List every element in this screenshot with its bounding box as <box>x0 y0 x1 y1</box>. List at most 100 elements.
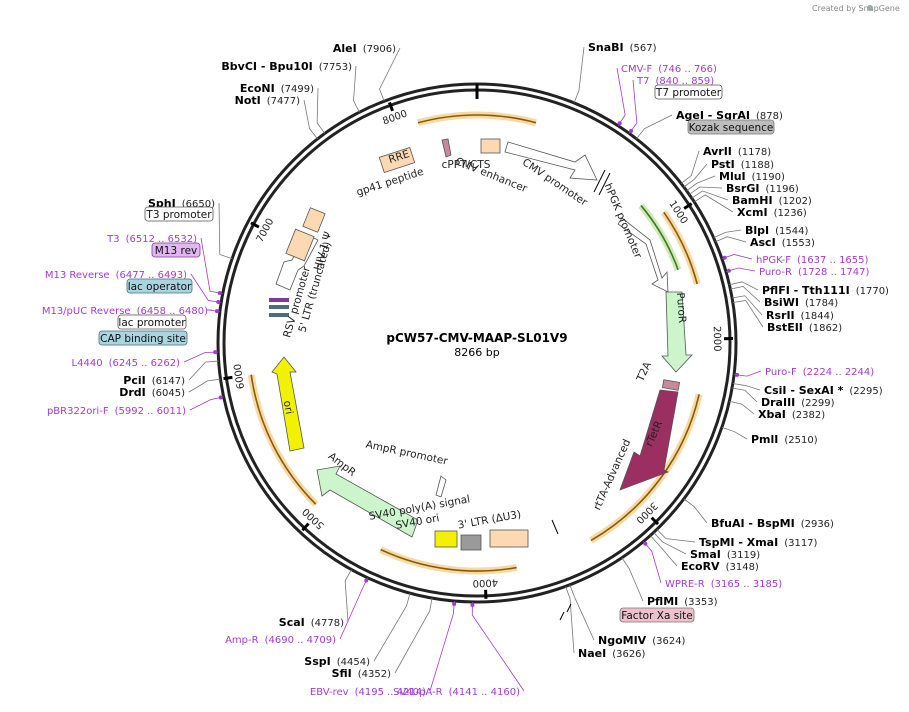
feature-box-label: CAP binding site <box>100 333 186 345</box>
primer-marker <box>216 300 221 305</box>
enzyme-name: XbaI <box>758 408 786 421</box>
enzyme-position: (1190) <box>752 172 785 183</box>
m13-mark <box>269 298 289 302</box>
site-leader <box>730 286 761 303</box>
enzyme-position: (1188) <box>741 160 774 171</box>
site-leader <box>688 186 723 195</box>
site-label: BlpI (1544) <box>745 224 808 237</box>
arc-lentiviral <box>417 114 537 124</box>
primer-position: (6477 .. 6493) <box>116 270 188 281</box>
primer-marker <box>470 602 475 607</box>
enzyme-name: BfuAI - BspMI <box>711 517 795 530</box>
site-label: NgoMIV(3624) <box>598 634 686 647</box>
plasmid-size: 8266 bp <box>454 346 499 359</box>
enzyme-name: TspMI - XmaI <box>699 536 778 549</box>
site-label: XcmI (1236) <box>737 206 807 219</box>
enzyme-position: (2295) <box>849 386 882 397</box>
enzyme-name: DrdI <box>119 386 146 399</box>
primer-marker <box>628 129 633 134</box>
site-leader <box>691 190 729 201</box>
enzyme-name: ScaI <box>279 616 305 629</box>
site-leader <box>373 593 411 662</box>
site-leader <box>394 597 433 674</box>
primer-position: (1728 .. 1747) <box>798 267 870 278</box>
site-leader <box>729 281 759 291</box>
t2a-shape <box>661 379 681 391</box>
enzyme-name: DraIII <box>761 396 795 409</box>
site-label: BsiWI(1784) <box>764 296 838 309</box>
tick-7000 <box>250 221 260 229</box>
enzyme-name: XcmI <box>737 206 768 219</box>
enzyme-name: SfiI <box>332 667 352 680</box>
site-label: BbvCI - Bpu10I(7753) <box>221 60 352 73</box>
site-leader <box>650 535 678 567</box>
enzyme-position: (878) <box>756 111 783 122</box>
site-label: EcoNI(7499) <box>240 82 314 95</box>
site-label: AleI(7906) <box>333 42 396 55</box>
primer-label: T3(6512 .. 6532) <box>106 234 197 245</box>
enzyme-position: (2299) <box>801 398 834 409</box>
site-leader <box>731 387 758 403</box>
feature-box <box>126 278 193 294</box>
enzyme-name: PflFI - Tth111I <box>762 284 850 297</box>
primer-name: EBV-rev <box>310 687 349 698</box>
enzyme-position: (1544) <box>775 226 808 237</box>
site-label: RsrII(1844) <box>766 309 834 322</box>
primer-name: L4440 <box>72 358 103 369</box>
site-leader <box>686 175 716 192</box>
primer-name: Puro-R <box>759 267 792 278</box>
primer-position: (840 .. 859) <box>655 76 714 87</box>
primer-label: T7(840 .. 859) <box>636 76 714 87</box>
site-leader <box>715 236 747 243</box>
site-label: PciI(6147) <box>123 374 185 387</box>
primer-position: (1637 .. 1655) <box>797 255 869 266</box>
site-leader <box>731 295 763 316</box>
primer-position: (6458 .. 6480) <box>137 306 209 317</box>
site-label: PstI(1188) <box>711 158 774 171</box>
site-leader <box>636 114 673 140</box>
ltr-mark <box>551 519 559 535</box>
site-label: DraIII (2299) <box>761 396 835 409</box>
site-label: TspMI - XmaI(3117) <box>699 536 818 549</box>
primer-leader <box>471 601 525 692</box>
site-leader <box>565 586 575 654</box>
sv40-polya-shape <box>460 534 482 551</box>
feature-label: AmpR promoter <box>365 439 450 468</box>
ring-mark <box>559 611 565 621</box>
site-leader-lines <box>183 46 764 692</box>
site-leader <box>693 194 734 213</box>
enzyme-name: BlpI <box>745 224 769 237</box>
cmv-mark <box>598 172 611 196</box>
primer-label: M13/pUC Reverse(6458 .. 6480) <box>42 306 208 317</box>
site-leader <box>303 99 318 140</box>
arc-hpgk <box>663 211 699 285</box>
primer-position: (4690 .. 4709) <box>265 635 337 646</box>
enzyme-position: (1178) <box>738 147 771 158</box>
site-labels: SnaBI(567)AgeI - SgrAI(878)AvrII(1178)Ps… <box>119 41 889 680</box>
enzyme-position: (3624) <box>652 636 685 647</box>
enzyme-position: (567) <box>630 43 657 54</box>
enzyme-name: EcoNI <box>240 82 275 95</box>
site-leader <box>732 383 761 391</box>
site-label: AgeI - SgrAI (878) <box>676 109 783 122</box>
primer-position: (6512 .. 6532) <box>126 234 198 245</box>
ampr-promoter-shape <box>435 475 447 498</box>
enzyme-name: NotI <box>235 94 261 107</box>
enzyme-name: AgeI - SgrAI <box>676 109 750 122</box>
primer-label: hPGK-F(1637 .. 1655) <box>756 255 869 266</box>
tick-label: 2000 <box>711 326 722 352</box>
site-leader <box>721 426 748 440</box>
primer-position: (4141 .. 4160) <box>449 687 521 698</box>
enzyme-position: (1236) <box>774 208 807 219</box>
tick-6000 <box>223 375 233 381</box>
primer-position: (6245 .. 6262) <box>109 358 181 369</box>
enzyme-name: PflMI <box>647 595 678 608</box>
site-label: SspI(4454) <box>304 655 370 668</box>
primer-marker <box>217 291 222 296</box>
feature-box <box>117 314 187 330</box>
arc-green <box>640 204 679 271</box>
site-leader <box>218 202 233 260</box>
primer-name: M13 Reverse <box>45 270 110 281</box>
enzyme-position: (6045) <box>152 388 185 399</box>
feature-box-label: M13 rev <box>155 245 198 257</box>
